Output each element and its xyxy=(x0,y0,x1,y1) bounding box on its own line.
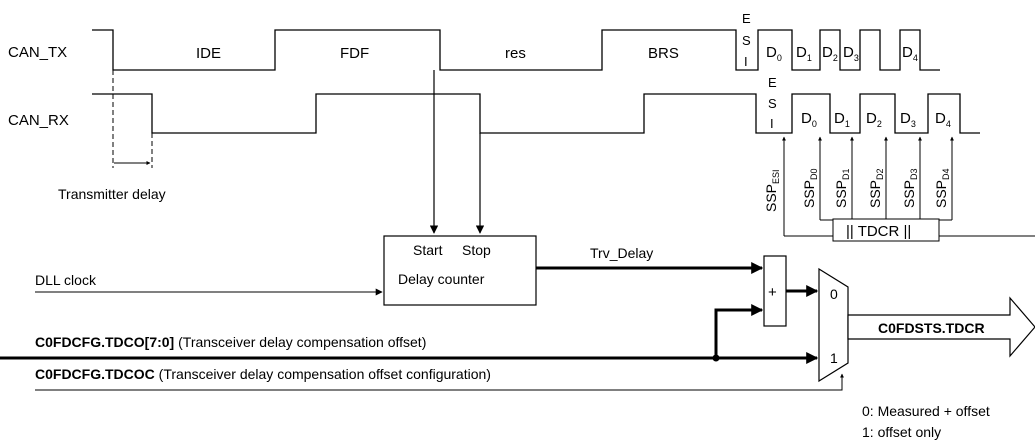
rx-d3: D3 xyxy=(900,110,916,129)
ssp-d2-label: SSPD2 xyxy=(867,168,885,208)
rx-d0: D0 xyxy=(801,110,817,129)
tx-brs-label: BRS xyxy=(648,45,679,62)
tdco-junction xyxy=(712,354,720,362)
legend-line-0: 0: Measured + offset xyxy=(862,403,990,419)
transmitter-delay-label: Transmitter delay xyxy=(58,186,166,202)
output-arrow xyxy=(847,296,1035,358)
rx-d2: D2 xyxy=(866,110,882,129)
tx-d2: D2 xyxy=(822,44,838,63)
mux-block xyxy=(818,267,849,383)
tx-esi-i: I xyxy=(744,54,748,69)
can-tx-label: CAN_TX xyxy=(8,44,67,61)
tx-d4: D4 xyxy=(902,44,918,63)
rx-esi-i: I xyxy=(770,116,774,131)
tdcr-box xyxy=(832,218,940,242)
output-label: C0FDSTS.TDCR xyxy=(878,320,985,336)
trv-delay-label: Trv_Delay xyxy=(590,245,653,261)
ssp-d0-label: SSPD0 xyxy=(801,168,819,208)
ssp-d3-label: SSPD3 xyxy=(901,168,919,208)
tx-d3: D3 xyxy=(843,44,859,63)
rx-esi-s: S xyxy=(768,96,777,111)
mux-in0-label: 0 xyxy=(830,286,838,302)
tx-ide-label: IDE xyxy=(196,45,221,62)
counter-start-label: Start xyxy=(413,242,443,258)
dll-clock-label: DLL clock xyxy=(35,272,97,288)
can-rx-label: CAN_RX xyxy=(8,112,69,129)
adder-symbol: + xyxy=(768,284,777,301)
tdcoc-select-line xyxy=(35,373,844,391)
delay-counter-block xyxy=(383,235,537,306)
rx-esi-e: E xyxy=(768,75,777,90)
rx-d4: D4 xyxy=(935,110,951,129)
rx-d1: D1 xyxy=(834,110,850,129)
tx-d0: D0 xyxy=(766,44,782,63)
tdcoc-label: C0FDCFG.TDCOC (Transceiver delay compens… xyxy=(35,366,491,382)
tx-d1: D1 xyxy=(796,44,812,63)
counter-stop-label: Stop xyxy=(462,242,491,258)
can-rx-waveform xyxy=(92,93,980,134)
tx-fdf-label: FDF xyxy=(340,45,369,62)
tdco-label: C0FDCFG.TDCO[7:0] (Transceiver delay com… xyxy=(35,334,426,350)
tx-esi-e: E xyxy=(742,11,751,26)
mux-in1-label: 1 xyxy=(830,350,838,366)
ssp-d1-label: SSPD1 xyxy=(833,168,851,208)
tx-res-label: res xyxy=(505,45,526,62)
ssp-d4-label: SSPD4 xyxy=(933,168,951,208)
tdcr-box-label: || TDCR || xyxy=(846,223,911,240)
tdco-to-adder xyxy=(714,304,764,358)
ssp-esi-label: SSPESI xyxy=(763,169,781,212)
tx-esi-s: S xyxy=(742,33,751,48)
legend-line-1: 1: offset only xyxy=(862,424,941,440)
counter-title: Delay counter xyxy=(398,271,485,287)
can-tx-waveform xyxy=(92,29,940,71)
